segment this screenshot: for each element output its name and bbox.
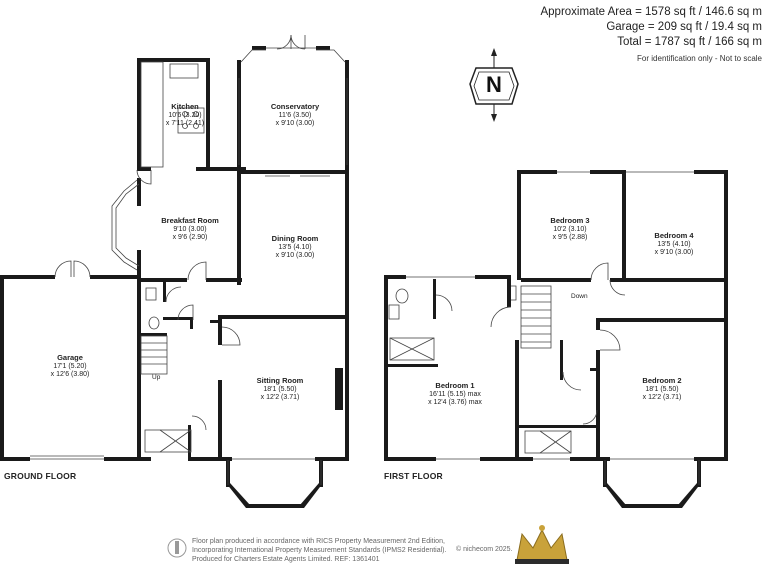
room-dimension: x 12'4 (3.76) max	[428, 399, 482, 406]
room-label-kitchen: Kitchen 10'6 (3.20) x 7'11 (2.41)	[155, 102, 215, 129]
first-floor-details	[388, 171, 700, 485]
compass-letter: N	[486, 72, 502, 97]
crown-logo-icon	[515, 525, 569, 564]
room-name: Dining Room	[271, 234, 319, 243]
room-label-bedroom-3: Bedroom 3 10'2 (3.10) x 9'5 (2.88)	[535, 216, 605, 243]
ground-floor-details	[30, 34, 348, 485]
room-dimension: x 9'10 (3.00)	[275, 120, 315, 127]
room-dimension: x 12'6 (3.80)	[50, 371, 90, 378]
room-label-dining-room: Dining Room 13'5 (4.10) x 9'10 (3.00)	[260, 234, 330, 261]
room-dimension: 10'6 (3.20)	[168, 111, 202, 119]
room-dimension: 13'5 (4.10)	[657, 240, 691, 248]
room-label-bedroom-1: Bedroom 1 16'11 (5.15) max x 12'4 (3.76)…	[410, 381, 500, 408]
first-floor-title: FIRST FLOOR	[384, 471, 443, 481]
room-dimension: 18'1 (5.50)	[645, 385, 679, 393]
room-name: Garage	[57, 353, 83, 362]
room-name: Conservatory	[270, 102, 320, 111]
room-dimension: x 9'6 (2.90)	[172, 234, 208, 241]
room-dimension: 11'6 (3.50)	[278, 111, 312, 119]
room-dimension: x 9'10 (3.00)	[654, 249, 694, 256]
footer-line: Produced for Charters Estate Agents Limi…	[192, 556, 380, 563]
footer-line: Floor plan produced in accordance with R…	[192, 538, 445, 545]
room-name: Bedroom 1	[435, 381, 475, 390]
room-label-bedroom-2: Bedroom 2 18'1 (5.50) x 12'2 (3.71)	[626, 376, 698, 403]
room-name: Kitchen	[171, 102, 199, 111]
room-label-breakfast-room: Breakfast Room 9'10 (3.00) x 9'6 (2.90)	[150, 216, 230, 243]
room-name: Sitting Room	[256, 376, 304, 385]
room-dimension: x 7'11 (2.41)	[165, 120, 205, 127]
footer-line: Incorporating International Property Mea…	[192, 547, 447, 554]
scale-note: For identification only - Not to scale	[637, 54, 762, 63]
stairs-down-label: Down	[571, 293, 588, 300]
room-dimension: x 9'5 (2.88)	[552, 234, 588, 241]
room-label-bedroom-4: Bedroom 4 13'5 (4.10) x 9'10 (3.00)	[638, 231, 710, 258]
room-label-sitting-room: Sitting Room 18'1 (5.50) x 12'2 (3.71)	[245, 376, 315, 403]
room-dimension: 17'1 (5.20)	[53, 362, 87, 370]
footer-copyright: © nichecom 2025.	[456, 546, 513, 553]
room-name: Bedroom 3	[550, 216, 590, 225]
room-dimension: 16'11 (5.15) max	[429, 390, 481, 398]
room-dimension: 10'2 (3.10)	[553, 225, 587, 233]
footer-disclaimer: Floor plan produced in accordance with R…	[192, 537, 446, 564]
ground-floor-title: GROUND FLOOR	[4, 471, 77, 481]
room-dimension: x 12'2 (3.71)	[260, 394, 300, 401]
room-dimension: 18'1 (5.50)	[263, 385, 297, 393]
room-name: Bedroom 2	[642, 376, 682, 385]
room-dimension: x 12'2 (3.71)	[642, 394, 682, 401]
room-label-conservatory: Conservatory 11'6 (3.50) x 9'10 (3.00)	[260, 102, 330, 129]
stairs-up-label: Up	[152, 374, 161, 381]
first-floor-walls	[384, 170, 728, 508]
room-dimension: 13'5 (4.10)	[278, 243, 312, 251]
room-dimension: x 9'10 (3.00)	[275, 252, 315, 259]
room-name: Bedroom 4	[654, 231, 694, 240]
room-dimension: 9'10 (3.00)	[173, 225, 207, 233]
room-label-garage: Garage 17'1 (5.20) x 12'6 (3.80)	[35, 353, 105, 380]
ipms-logo-icon	[167, 538, 187, 558]
room-name: Breakfast Room	[161, 216, 219, 225]
garage-area-text: Garage = 209 sq ft / 19.4 sq m	[606, 21, 762, 33]
approx-area-text: Approximate Area = 1578 sq ft / 146.6 sq…	[540, 6, 762, 18]
ground-floor-walls	[0, 46, 349, 508]
total-area-text: Total = 1787 sq ft / 166 sq m	[617, 36, 762, 48]
compass-icon	[469, 48, 519, 122]
